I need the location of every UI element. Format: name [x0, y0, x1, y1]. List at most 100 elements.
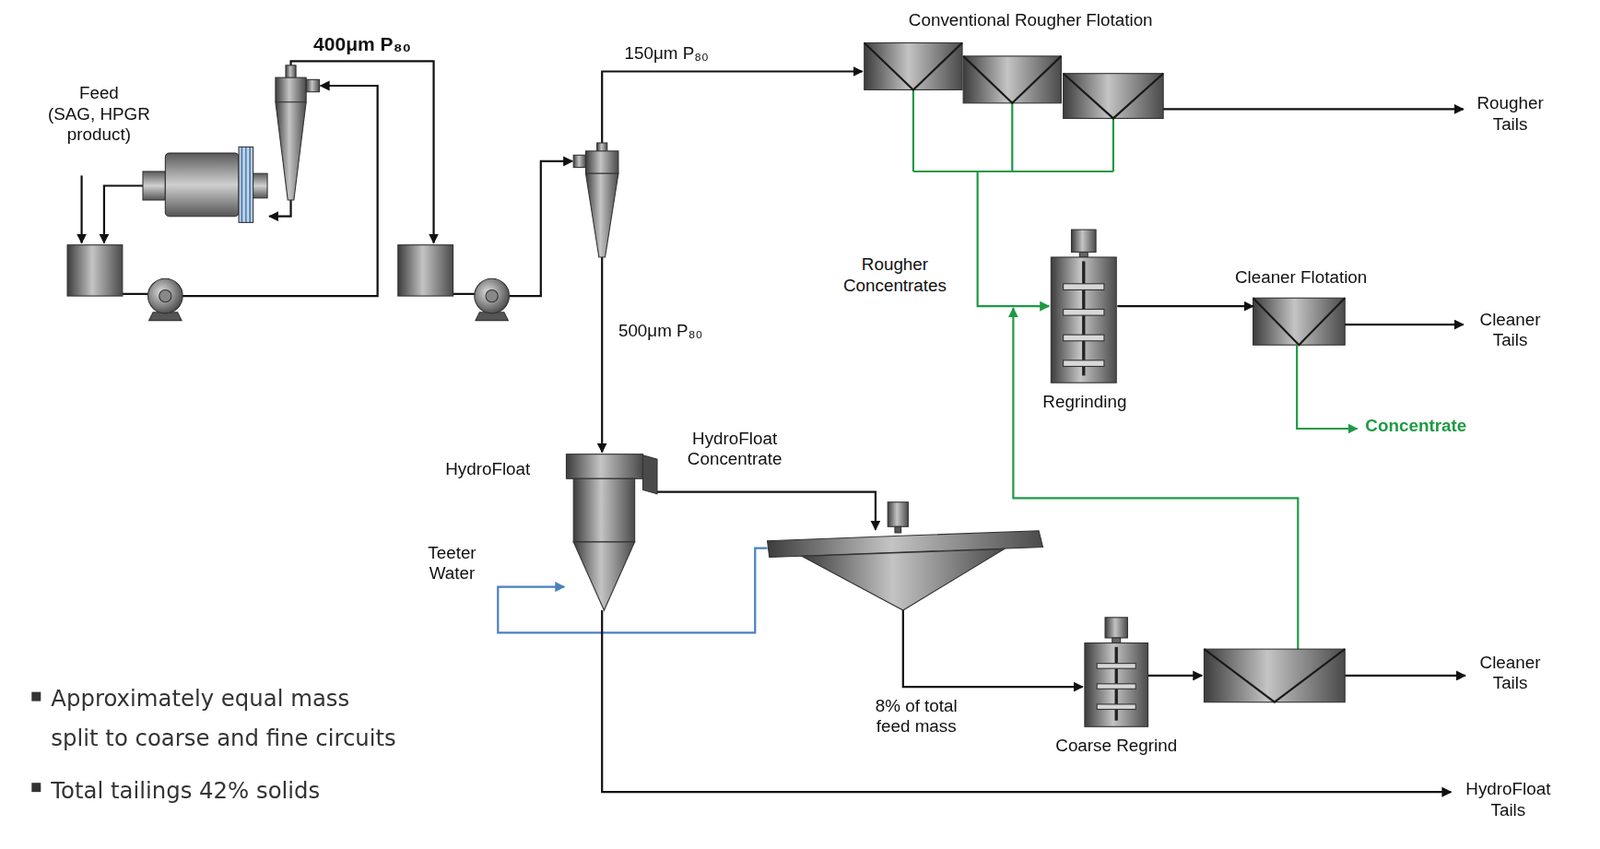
- process-stream: [601, 610, 1451, 792]
- process-stream: [1296, 344, 1357, 429]
- dewatering-thickener: [887, 502, 908, 528]
- feed-label: Feed(SAG, HPGR product): [37, 83, 161, 145]
- stream-label: HydroFloat Concentrate: [682, 428, 789, 470]
- process-line: [453, 293, 476, 295]
- coarse-regrind-mill: Coarse Regrind: [1084, 617, 1149, 727]
- dewatering-thickener: [894, 526, 902, 533]
- flotation-cell: [1253, 297, 1346, 345]
- hydrocyclone: [586, 173, 619, 258]
- ball-mill: [238, 146, 254, 223]
- sump-tank: [398, 245, 454, 296]
- process-line: [269, 200, 291, 217]
- stream-label: Rougher Concentrates: [837, 255, 953, 296]
- stream-endpoint-label: Cleaner Tails: [1469, 310, 1552, 352]
- process-line: [1344, 674, 1466, 677]
- process-line: [657, 492, 876, 530]
- sump-tank: [67, 245, 123, 296]
- process-line: [600, 257, 603, 452]
- process-line: [1148, 674, 1203, 677]
- regrind-mill: [1071, 229, 1097, 252]
- process-stream: [977, 171, 1050, 306]
- particle-size-label: 150μm P₈₀: [624, 44, 709, 65]
- unit-label: Regrinding: [1042, 391, 1127, 412]
- mass-split-note: 8% of total feed mass: [858, 695, 974, 737]
- teeter-water-line: [497, 548, 767, 634]
- flotation-cell: [1253, 297, 1346, 345]
- hydrocyclone: [573, 154, 586, 167]
- regrind-mill: [1050, 257, 1117, 383]
- process-line: [903, 610, 1083, 687]
- hydrocyclone: [305, 79, 319, 92]
- bullet-marker: [31, 692, 41, 793]
- process-line: [104, 186, 143, 244]
- flotation-cell: [1063, 73, 1165, 119]
- bullet-note: Approximately equal mass split to coarse…: [50, 678, 401, 758]
- dewatering-thickener: [801, 549, 1004, 611]
- regrind-mill: [1063, 283, 1105, 291]
- hydrofloat-separator: [573, 478, 635, 542]
- unit-label: Coarse Regrind: [1055, 735, 1177, 756]
- regrind-mill: [1050, 229, 1148, 727]
- process-line: [601, 71, 862, 152]
- concentrate-line: [1011, 103, 1013, 172]
- process-line: [82, 60, 1466, 687]
- regrind-mill: Regrinding: [1048, 229, 1118, 383]
- flotation-cell: [1063, 73, 1165, 119]
- hydrocyclone: [586, 151, 619, 174]
- flotation-cell: [963, 56, 1061, 104]
- hydrofloat-separator: [643, 455, 659, 495]
- process-line: [291, 60, 435, 243]
- concentrate-outlet: Concentrate: [1364, 416, 1508, 437]
- flotation-cell: [864, 43, 963, 91]
- regrind-mill: [1063, 308, 1105, 316]
- regrind-mill: [1112, 637, 1121, 644]
- hydrofloat-separator: [565, 454, 658, 611]
- flotation-cell: [1203, 648, 1345, 703]
- slurry-pump: [148, 278, 184, 314]
- regrind-mill: [1096, 663, 1136, 670]
- tailings-outlet: Rougher Tails: [1469, 94, 1552, 135]
- slurry-pump: [474, 278, 510, 314]
- bullet-marker: [31, 782, 41, 792]
- hydrofloat-separator: HydroFloat: [565, 454, 658, 611]
- hydrocyclone: [275, 77, 306, 103]
- hydrocyclone: [275, 65, 619, 258]
- particle-size-label: 500μm P₈₀: [618, 321, 703, 342]
- slurry-pump: [485, 289, 498, 302]
- tailings-outlet: Cleaner Tails: [1469, 653, 1552, 695]
- regrind-mill: [1084, 643, 1149, 728]
- unit-label: Conventional Rougher Flotation: [908, 10, 1153, 31]
- stream-endpoint-label: Rougher Tails: [1469, 94, 1552, 135]
- regrind-mill: [1063, 334, 1105, 342]
- bullet-marker: [31, 692, 41, 702]
- regrind-mill: [1096, 704, 1136, 710]
- hydrofloat-separator: [565, 454, 643, 480]
- process-line: [122, 293, 150, 295]
- flotation-cell: [963, 56, 1061, 104]
- slurry-pump: [159, 289, 172, 302]
- concentrate-line: [1112, 117, 1115, 172]
- stream-label: Teeter Water: [419, 542, 485, 584]
- concentrate-line: [912, 89, 915, 172]
- unit-label: HydroFloat: [445, 458, 530, 480]
- flotation-cell: [864, 43, 1345, 703]
- slurry-pump: [148, 278, 510, 320]
- ball-mill: [142, 146, 268, 223]
- hydrocyclone: [275, 102, 306, 200]
- tailings-outlet: HydroFloat Tails: [1458, 779, 1557, 821]
- dewatering-thickener: [767, 502, 1044, 611]
- regrind-mill: [1096, 683, 1136, 690]
- concentrate-line: [913, 170, 1114, 173]
- regrind-mill: [1079, 251, 1088, 258]
- hydrofloat-separator: [573, 541, 635, 611]
- process-stream: [1344, 323, 1463, 326]
- teeter-water-line: [497, 548, 767, 634]
- flotation-cell: [1203, 648, 1345, 703]
- stream-endpoint-label: Concentrate: [1364, 416, 1508, 437]
- stream-endpoint-label: HydroFloat Tails: [1458, 779, 1557, 821]
- process-stream: [1117, 305, 1253, 307]
- stream-endpoint-label: Feed: [37, 83, 161, 105]
- cleaner-flotation-cell: Cleaner Flotation: [1253, 297, 1346, 345]
